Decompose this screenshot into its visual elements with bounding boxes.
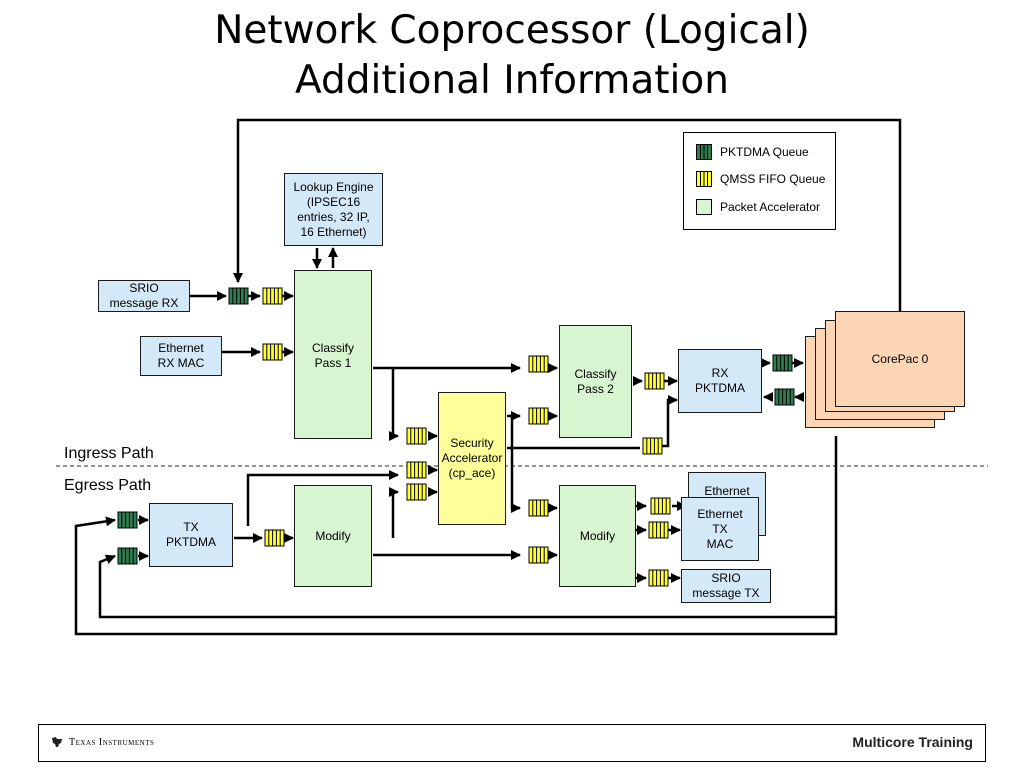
- qmss-queue-tx-modify-left-icon: [264, 529, 285, 547]
- qmss-queue-rx-pktdma-icon: [644, 372, 665, 390]
- ethernet-tx-mac-block: Ethernet TX MAC: [681, 497, 759, 561]
- pktdma-queue-tx-lower-icon: [117, 547, 138, 565]
- legend-accelerator-label: Packet Accelerator: [720, 200, 821, 214]
- pktdma-queue-corepac-out-icon: [774, 388, 795, 406]
- qmss-fifo-queue-icon: [696, 171, 712, 187]
- corepac-to-tx-loop-inner: [98, 554, 836, 619]
- egress-path-label: Egress Path: [64, 477, 152, 494]
- legend-item-pktdma: PKTDMA Queue: [696, 143, 809, 161]
- egress-bus-to-security-wire: [246, 470, 399, 526]
- qmss-queue-srio-rx-icon: [262, 287, 283, 305]
- qmss-queue-ethernet-tx-icon: [648, 521, 669, 539]
- srio-message-rx-block: SRIO message RX: [98, 280, 190, 312]
- modify-left-to-security-wire: [389, 487, 399, 538]
- qmss-queue-ethernet-rx-icon: [262, 343, 283, 361]
- qmss-queue-bypass-icon: [642, 437, 663, 455]
- qmss-queue-classify2-upper-icon: [528, 355, 549, 373]
- footer-bar: Texas Instruments Multicore Training: [38, 724, 986, 762]
- ti-logo-text: Texas Instruments: [69, 736, 155, 748]
- legend-item-qmss: QMSS FIFO Queue: [696, 170, 825, 188]
- corepac-to-tx-loop-outer: [74, 436, 838, 636]
- classify1-to-security-wire: [389, 368, 399, 441]
- ingress-path-label: Ingress Path: [64, 445, 154, 462]
- corepac-0-block: CorePac 0: [835, 311, 965, 407]
- qmss-queue-classify2-lower-icon: [528, 407, 549, 425]
- srio-message-tx-block: SRIO message TX: [681, 569, 771, 603]
- tx-pktdma-block: TX PKTDMA: [149, 503, 233, 567]
- corepac-feedback-wire: [233, 118, 902, 312]
- pktdma-queue-srio-rx-icon: [228, 287, 249, 305]
- packet-accelerator-swatch: [696, 199, 712, 215]
- security-accelerator-block: Security Accelerator (cp_ace): [438, 392, 506, 525]
- modify-right-block: Modify: [559, 485, 636, 587]
- slide-title: Network Coprocessor (Logical) Additional…: [0, 6, 1024, 106]
- pktdma-queue-tx-upper-icon: [117, 511, 138, 529]
- qmss-queue-security-egress-lower-icon: [406, 483, 427, 501]
- ti-logo: Texas Instruments: [51, 736, 154, 748]
- legend-qmss-label: QMSS FIFO Queue: [720, 172, 826, 186]
- classify-pass-2-block: Classify Pass 2: [559, 325, 632, 438]
- legend: PKTDMA Queue QMSS FIFO Queue Packet Acce…: [683, 132, 836, 230]
- qmss-queue-modify-right-upper-icon: [528, 499, 549, 517]
- security-to-modify-right-wire: [510, 414, 521, 513]
- rx-pktdma-block: RX PKTDMA: [678, 349, 762, 413]
- ti-logo-icon: [52, 737, 62, 747]
- multicore-training-label: Multicore Training: [852, 734, 973, 750]
- qmss-queue-modify-right-lower-icon: [528, 546, 549, 564]
- legend-pktdma-label: PKTDMA Queue: [720, 145, 809, 159]
- title-line-2: Additional Information: [295, 58, 729, 103]
- qmss-queue-security-upper-icon: [406, 427, 427, 445]
- qmss-queue-ethernet-back-icon: [650, 497, 671, 515]
- pktdma-queue-icon: [696, 144, 712, 160]
- title-line-1: Network Coprocessor (Logical): [214, 8, 810, 53]
- classify-pass-1-block: Classify Pass 1: [294, 270, 372, 439]
- ethernet-rx-mac-block: Ethernet RX MAC: [140, 336, 222, 376]
- bypass-queue-to-rx-pktdma-wire: [662, 395, 678, 448]
- modify-left-block: Modify: [294, 485, 372, 587]
- pktdma-queue-corepac-in-icon: [772, 354, 793, 372]
- legend-item-accelerator: Packet Accelerator: [696, 198, 820, 216]
- qmss-queue-security-egress-upper-icon: [406, 461, 427, 479]
- qmss-queue-srio-tx-icon: [648, 569, 669, 587]
- lookup-engine-block: Lookup Engine (IPSEC16 entries, 32 IP, 1…: [284, 173, 383, 246]
